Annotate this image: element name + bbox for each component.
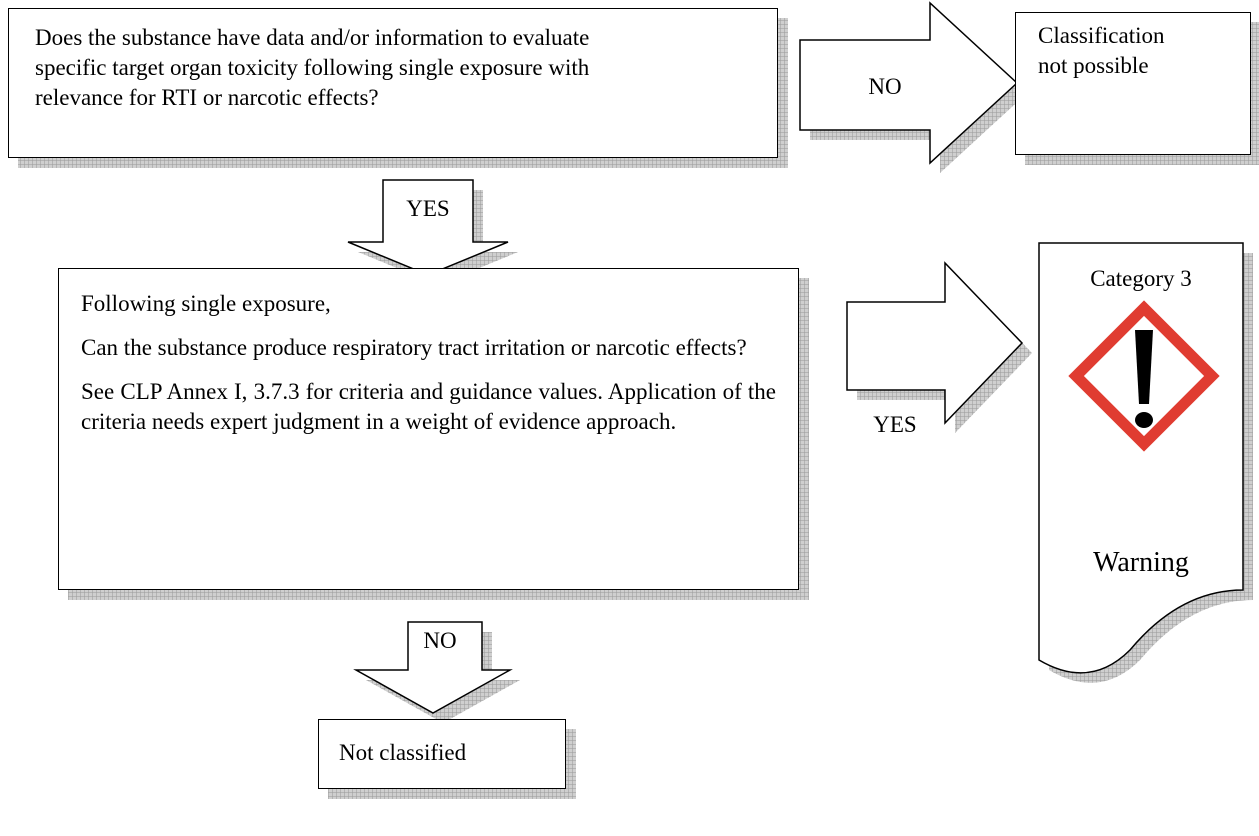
question-2-para-2: Can the substance produce respiratory tr… — [81, 335, 747, 360]
question-1-box: Does the substance have data and/or info… — [8, 8, 778, 158]
not-classified-label: Not classified — [339, 740, 467, 765]
yes-arrow-right — [846, 261, 1024, 425]
no-arrow-down-label: NO — [423, 628, 457, 653]
not-classified-box: Not classified — [318, 719, 566, 789]
category-label: Category 3 — [1090, 266, 1192, 291]
not-possible-line-1: Classification — [1038, 23, 1165, 48]
no-arrow-right — [799, 1, 1019, 165]
no-arrow-right-label: NO — [868, 74, 902, 99]
classification-not-possible-box: Classification not possible — [1015, 12, 1251, 155]
question-2-box: Following single exposure, Can the subst… — [58, 268, 799, 590]
question-1-line-1: Does the substance have data and/or info… — [35, 25, 590, 50]
yes-arrow-down-label: YES — [406, 196, 450, 221]
no-arrow-down — [353, 621, 513, 714]
yes-arrow-right-label: YES — [873, 412, 917, 437]
question-2-para-3: See CLP Annex I, 3.7.3 for criteria and … — [81, 379, 776, 434]
question-1-line-2: specific target organ toxicity following… — [35, 55, 590, 80]
question-1-line-3: relevance for RTI or narcotic effects? — [35, 85, 379, 110]
question-2-para-1: Following single exposure, — [81, 291, 331, 316]
exclamation-mark-icon — [1068, 300, 1220, 452]
yes-arrow-down — [347, 179, 509, 276]
not-possible-line-2: not possible — [1038, 53, 1149, 78]
signal-word: Warning — [1093, 547, 1189, 578]
